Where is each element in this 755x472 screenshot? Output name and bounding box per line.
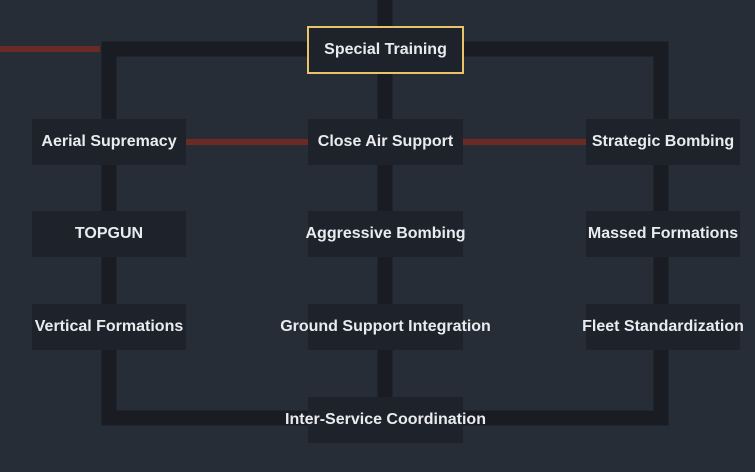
focus-label: Strategic Bombing (591, 133, 735, 150)
focus-vertical-formations[interactable]: Vertical Formations (32, 304, 186, 350)
focus-strategic-bombing[interactable]: Strategic Bombing (586, 119, 740, 165)
focus-label: Aggressive Bombing (305, 225, 466, 242)
focus-label: Fleet Standardization (582, 318, 744, 335)
focus-ground-support-integration[interactable]: Ground Support Integration (280, 304, 491, 350)
focus-label: Special Training (324, 41, 447, 58)
focus-topgun[interactable]: TOPGUN (32, 211, 186, 257)
focus-aggressive-bombing[interactable]: Aggressive Bombing (305, 211, 466, 257)
focus-label: Ground Support Integration (280, 318, 491, 335)
exclusive-links (0, 46, 586, 145)
focus-label: Close Air Support (317, 133, 454, 150)
focus-fleet-standardization[interactable]: Fleet Standardization (582, 304, 744, 350)
focus-label: Massed Formations (587, 225, 739, 242)
focus-aerial-supremacy[interactable]: Aerial Supremacy (32, 119, 186, 165)
focus-massed-formations[interactable]: Massed Formations (586, 211, 740, 257)
focus-label: TOPGUN (74, 225, 144, 242)
focus-label: Inter-Service Coordination (285, 411, 486, 428)
focus-special-training[interactable]: Special Training (307, 26, 464, 74)
focus-close-air-support[interactable]: Close Air Support (308, 119, 463, 165)
focus-label: Vertical Formations (34, 318, 184, 335)
focus-label: Aerial Supremacy (41, 133, 177, 150)
focus-inter-service-coordination[interactable]: Inter-Service Coordination (285, 397, 486, 443)
